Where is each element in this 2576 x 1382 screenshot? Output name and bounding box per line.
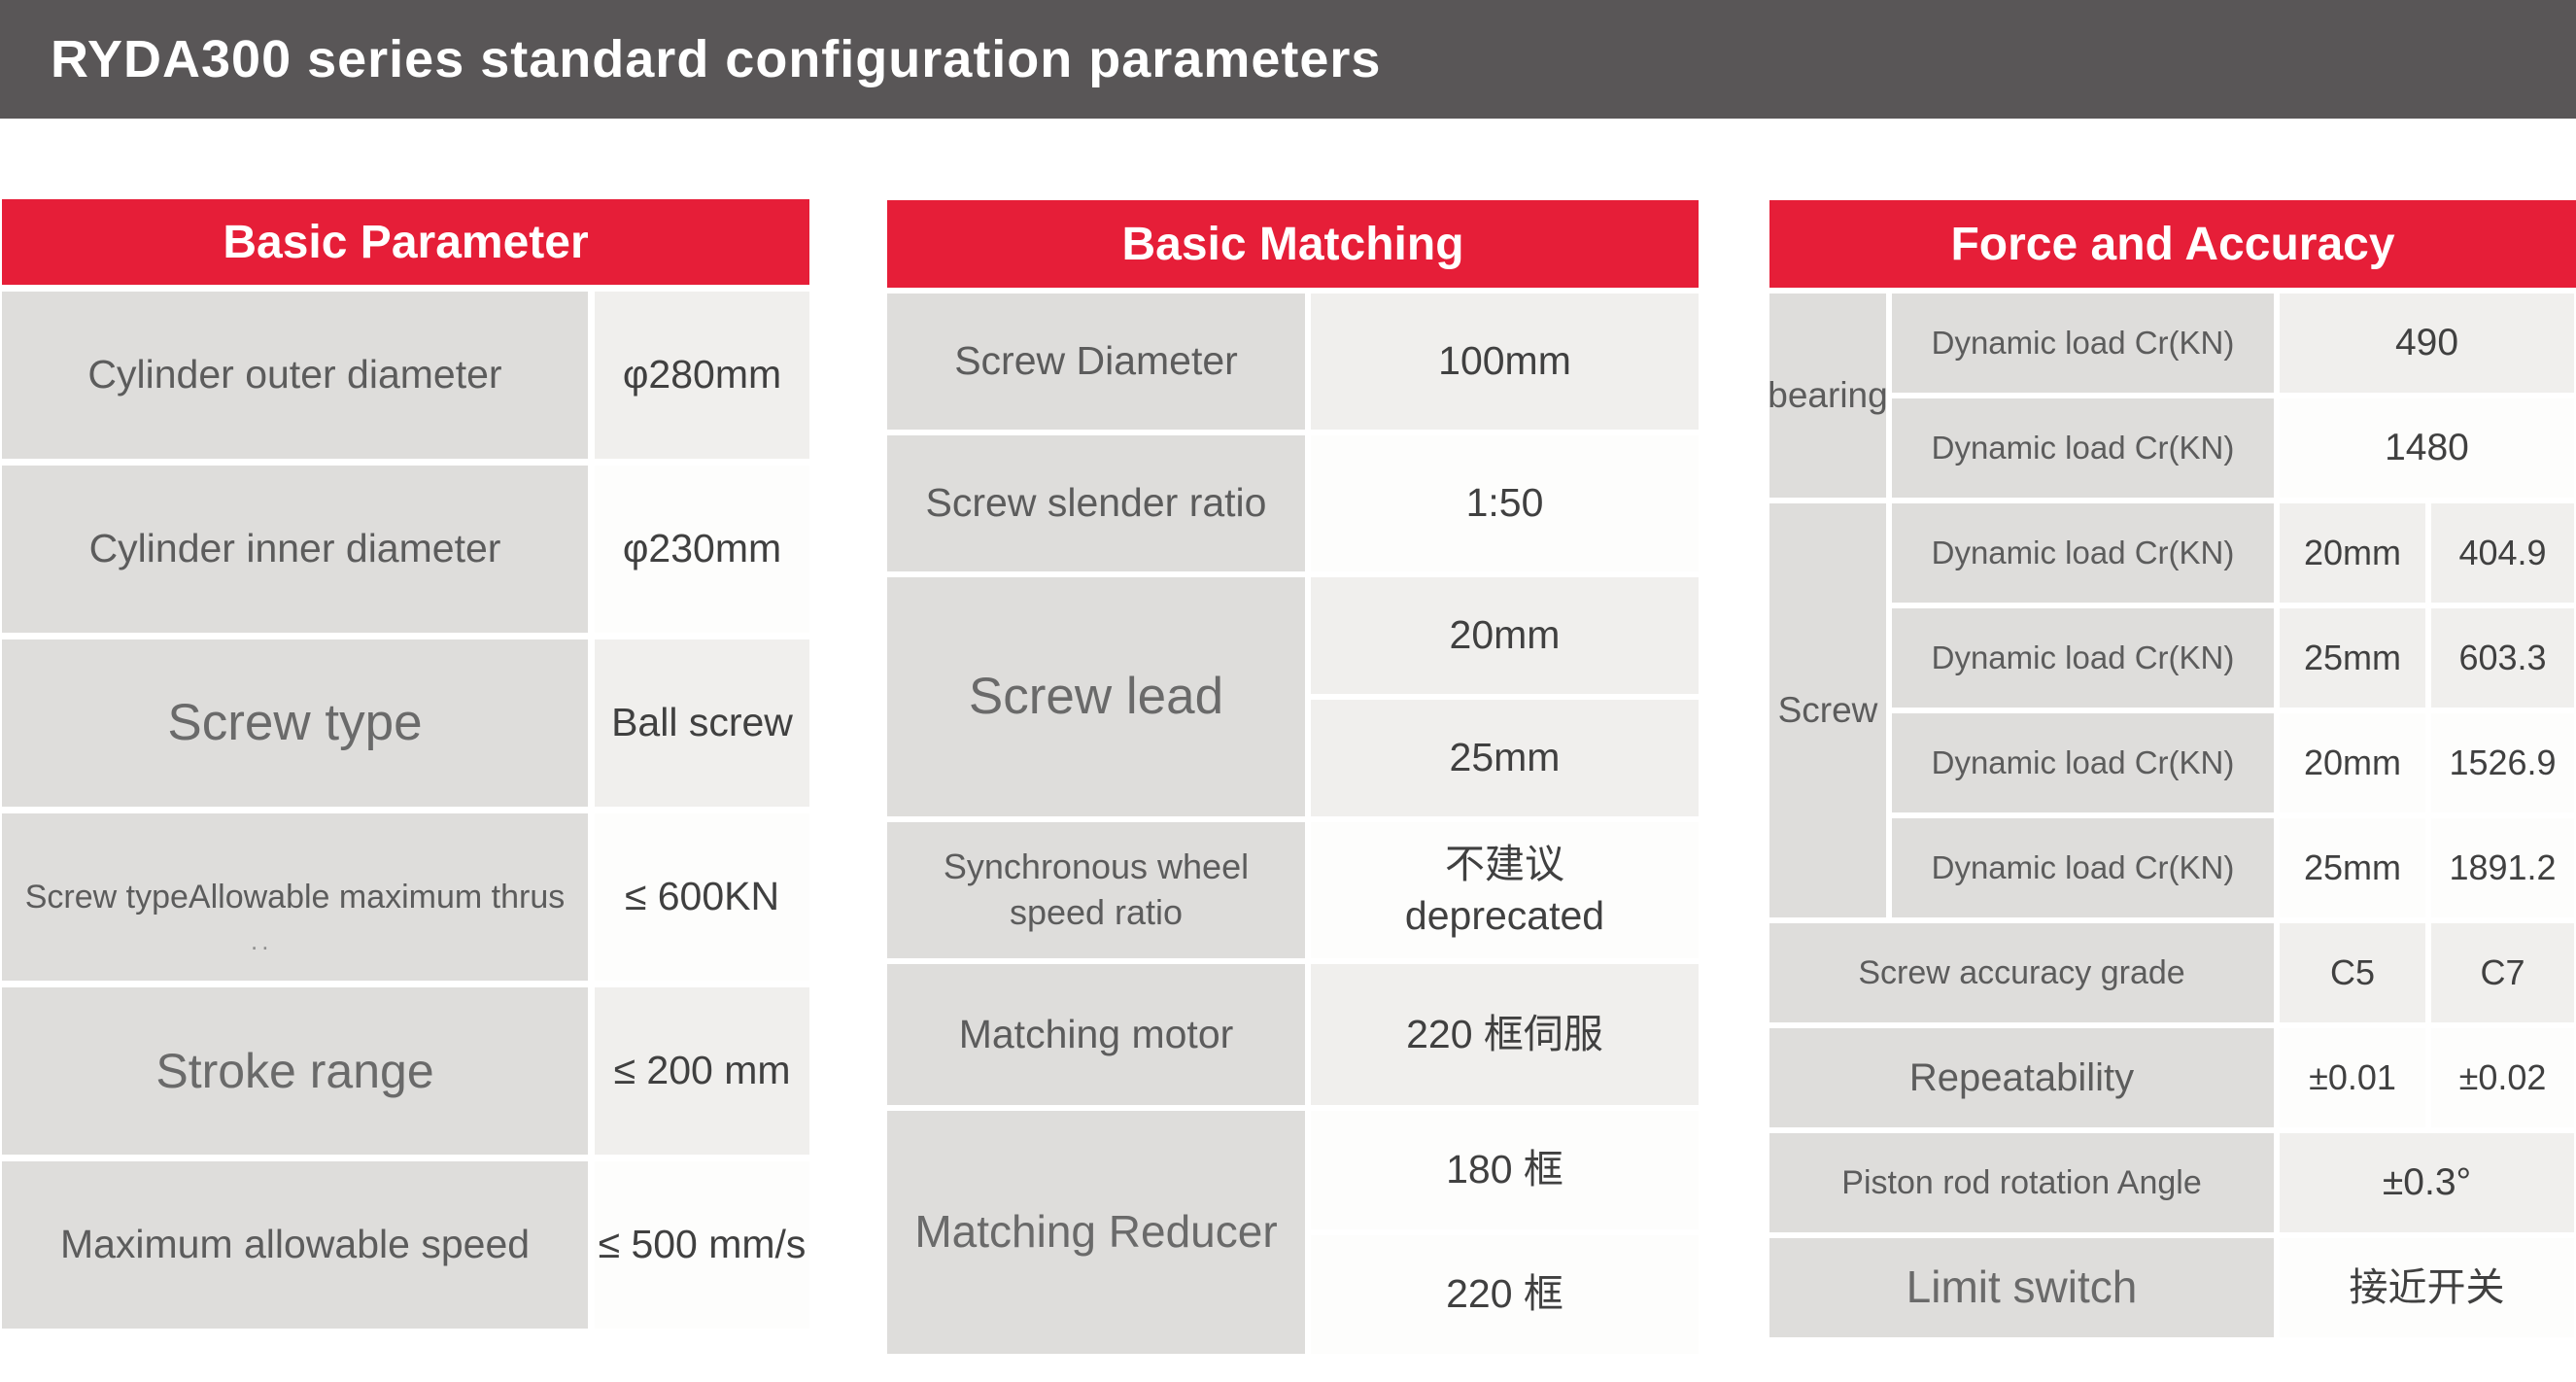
row-label-screw-lead: Screw lead: [887, 577, 1305, 816]
force-accuracy-grid: bearing Dynamic load Cr(KN) 490 Dynamic …: [1768, 294, 2576, 1337]
param-label: Dynamic load Cr(KN): [1892, 503, 2274, 603]
basic-matching-grid: Screw Diameter 100mm Screw slender ratio…: [887, 294, 1699, 1354]
row-label: Stroke range: [2, 987, 588, 1155]
param-value: 1526.9: [2431, 713, 2574, 812]
row-value: φ230mm: [595, 466, 809, 633]
lead-value: 25mm: [2280, 608, 2425, 708]
lead-value: 20mm: [2280, 503, 2425, 603]
row-value: Ball screw: [595, 639, 809, 807]
repeatability-c5: ±0.01: [2280, 1028, 2425, 1127]
row-value: 180 框: [1311, 1111, 1699, 1229]
row-value: 20mm: [1311, 577, 1699, 694]
row-label: Maximum allowable speed: [2, 1161, 588, 1329]
param-label: Dynamic load Cr(KN): [1892, 294, 2274, 393]
basic-matching-table: Basic Matching Screw Diameter 100mm Scre…: [887, 200, 1699, 1354]
row-label: Screw type: [2, 639, 588, 807]
row-label: Cylinder inner diameter: [2, 466, 588, 633]
param-label: Dynamic load Cr(KN): [1892, 713, 2274, 812]
param-value: 1480: [2280, 398, 2574, 498]
row-value-en: deprecated: [1404, 893, 1605, 938]
basic-parameter-header: Basic Parameter: [2, 199, 809, 285]
row-label-matching-reducer: Matching Reducer: [887, 1111, 1305, 1354]
row-value: ±0.3°: [2280, 1133, 2574, 1232]
basic-parameter-grid: Cylinder outer diameter φ280mm Cylinder …: [2, 292, 809, 1329]
lead-value: 20mm: [2280, 713, 2425, 812]
row-value-zh: 不建议: [1444, 841, 1564, 886]
row-value: 不建议 deprecated: [1311, 822, 1699, 958]
row-label: Screw slender ratio: [887, 435, 1305, 571]
row-label: Piston rod rotation Angle: [1769, 1133, 2274, 1232]
row-value: 接近开关: [2280, 1238, 2574, 1337]
row-value: φ280mm: [595, 292, 809, 459]
title-bar: RYDA300 series standard configuration pa…: [0, 0, 2576, 119]
group-label-bearing: bearing: [1768, 294, 1888, 498]
row-value: 220 框伺服: [1311, 964, 1699, 1105]
basic-parameter-table: Basic Parameter Cylinder outer diameter …: [2, 199, 809, 1329]
truncation-dots: ..: [251, 926, 273, 955]
grade-c5: C5: [2280, 923, 2425, 1022]
row-label: Repeatability: [1769, 1028, 2274, 1127]
page-title: RYDA300 series standard configuration pa…: [51, 30, 1382, 88]
param-value: 1891.2: [2431, 818, 2574, 917]
row-value: 220 框: [1311, 1235, 1699, 1354]
param-label: Dynamic load Cr(KN): [1892, 818, 2274, 917]
row-value: 1:50: [1311, 435, 1699, 571]
row-value: 100mm: [1311, 294, 1699, 430]
row-label-text: Screw typeAllowable maximum thrus: [24, 878, 566, 916]
grade-c7: C7: [2431, 923, 2574, 1022]
row-value: ≤ 600KN: [595, 813, 809, 981]
row-label: Synchronous wheel speed ratio: [887, 822, 1305, 958]
param-label: Dynamic load Cr(KN): [1892, 608, 2274, 708]
row-label: Screw Diameter: [887, 294, 1305, 430]
row-value: ≤ 200 mm: [595, 987, 809, 1155]
lead-value: 25mm: [2280, 818, 2425, 917]
row-label: Limit switch: [1769, 1238, 2274, 1337]
param-label: Dynamic load Cr(KN): [1892, 398, 2274, 498]
row-label: Screw typeAllowable maximum thrus ..: [2, 813, 588, 981]
row-label: Cylinder outer diameter: [2, 292, 588, 459]
param-value: 603.3: [2431, 608, 2574, 708]
row-label: Screw accuracy grade: [1769, 923, 2274, 1022]
param-value: 490: [2280, 294, 2574, 393]
force-accuracy-header: Force and Accuracy: [1769, 200, 2576, 288]
basic-matching-header: Basic Matching: [887, 200, 1699, 288]
repeatability-c7: ±0.02: [2431, 1028, 2574, 1127]
param-value: 404.9: [2431, 503, 2574, 603]
row-label: Matching motor: [887, 964, 1305, 1105]
row-value: 25mm: [1311, 700, 1699, 816]
group-label-screw: Screw: [1769, 503, 1886, 917]
force-accuracy-table: Force and Accuracy bearing Dynamic load …: [1768, 200, 2576, 1337]
row-value: ≤ 500 mm/s: [595, 1161, 809, 1329]
